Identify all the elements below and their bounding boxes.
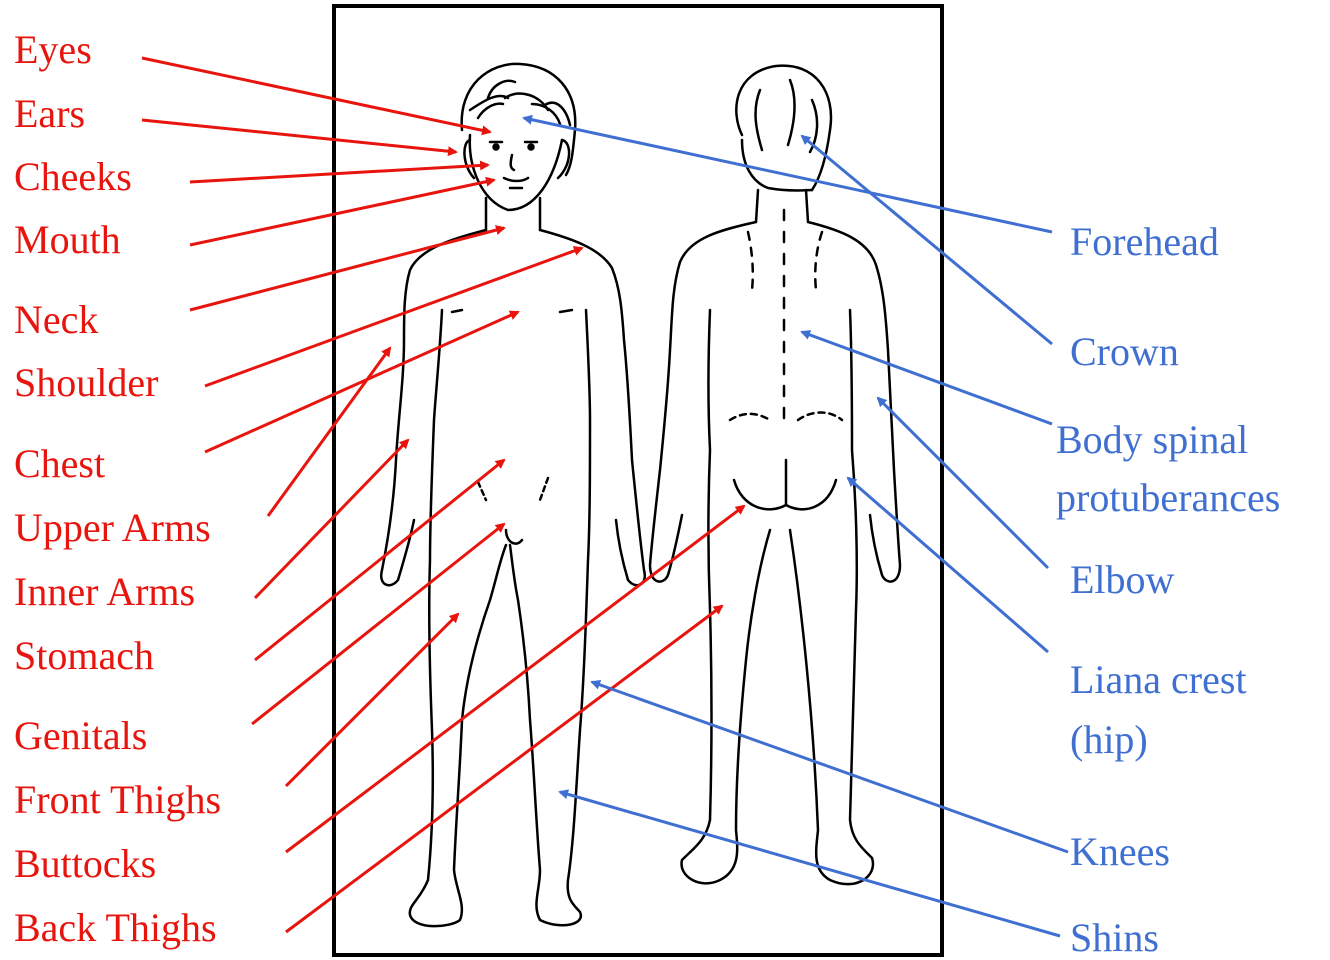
pointer-shins [560,792,1060,936]
pointer-mouth [190,180,494,245]
label-elbow: Elbow [1070,560,1174,600]
pointer-forehead [524,118,1052,232]
label-eyes: Eyes [14,30,92,70]
pointer-knees [592,682,1068,852]
label-cheeks: Cheeks [14,157,132,197]
label-upper-arms: Upper Arms [14,508,211,548]
label-chest: Chest [14,444,105,484]
label-genitals: Genitals [14,716,147,756]
pointer-cheeks [190,165,488,182]
label-hip-line1: Liana crest [1070,660,1247,700]
label-hip-line2: (hip) [1070,720,1148,760]
label-stomach: Stomach [14,636,154,676]
label-back-thighs: Back Thighs [14,908,217,948]
label-mouth: Mouth [14,220,121,260]
pointer-inner-arms [255,440,408,598]
label-front-thighs: Front Thighs [14,780,221,820]
back-pointer-lines [524,118,1068,936]
pointer-neck [190,228,504,310]
label-shins: Shins [1070,918,1159,958]
pointer-shoulder [205,248,582,386]
pointer-spinal [802,332,1052,424]
label-knees: Knees [1070,832,1170,872]
label-crown: Crown [1070,332,1179,372]
label-spinal-line1: Body spinal [1056,420,1248,460]
label-forehead: Forehead [1070,222,1219,262]
pointer-eyes [142,58,490,132]
front-pointer-lines [142,58,744,932]
label-neck: Neck [14,300,98,340]
pointer-upper-arms [268,348,390,516]
pointer-back-thighs [286,606,722,932]
pointer-ears [142,120,456,152]
pointer-crown [802,136,1052,344]
pointer-chest [205,312,518,452]
label-spinal-line2: protuberances [1056,478,1280,518]
front-figure [381,64,645,926]
pointer-buttocks [286,506,744,852]
pointer-elbow [878,398,1048,568]
label-shoulder: Shoulder [14,363,158,403]
back-figure [650,66,900,885]
label-inner-arms: Inner Arms [14,572,195,612]
label-ears: Ears [14,94,85,134]
label-buttocks: Buttocks [14,844,156,884]
